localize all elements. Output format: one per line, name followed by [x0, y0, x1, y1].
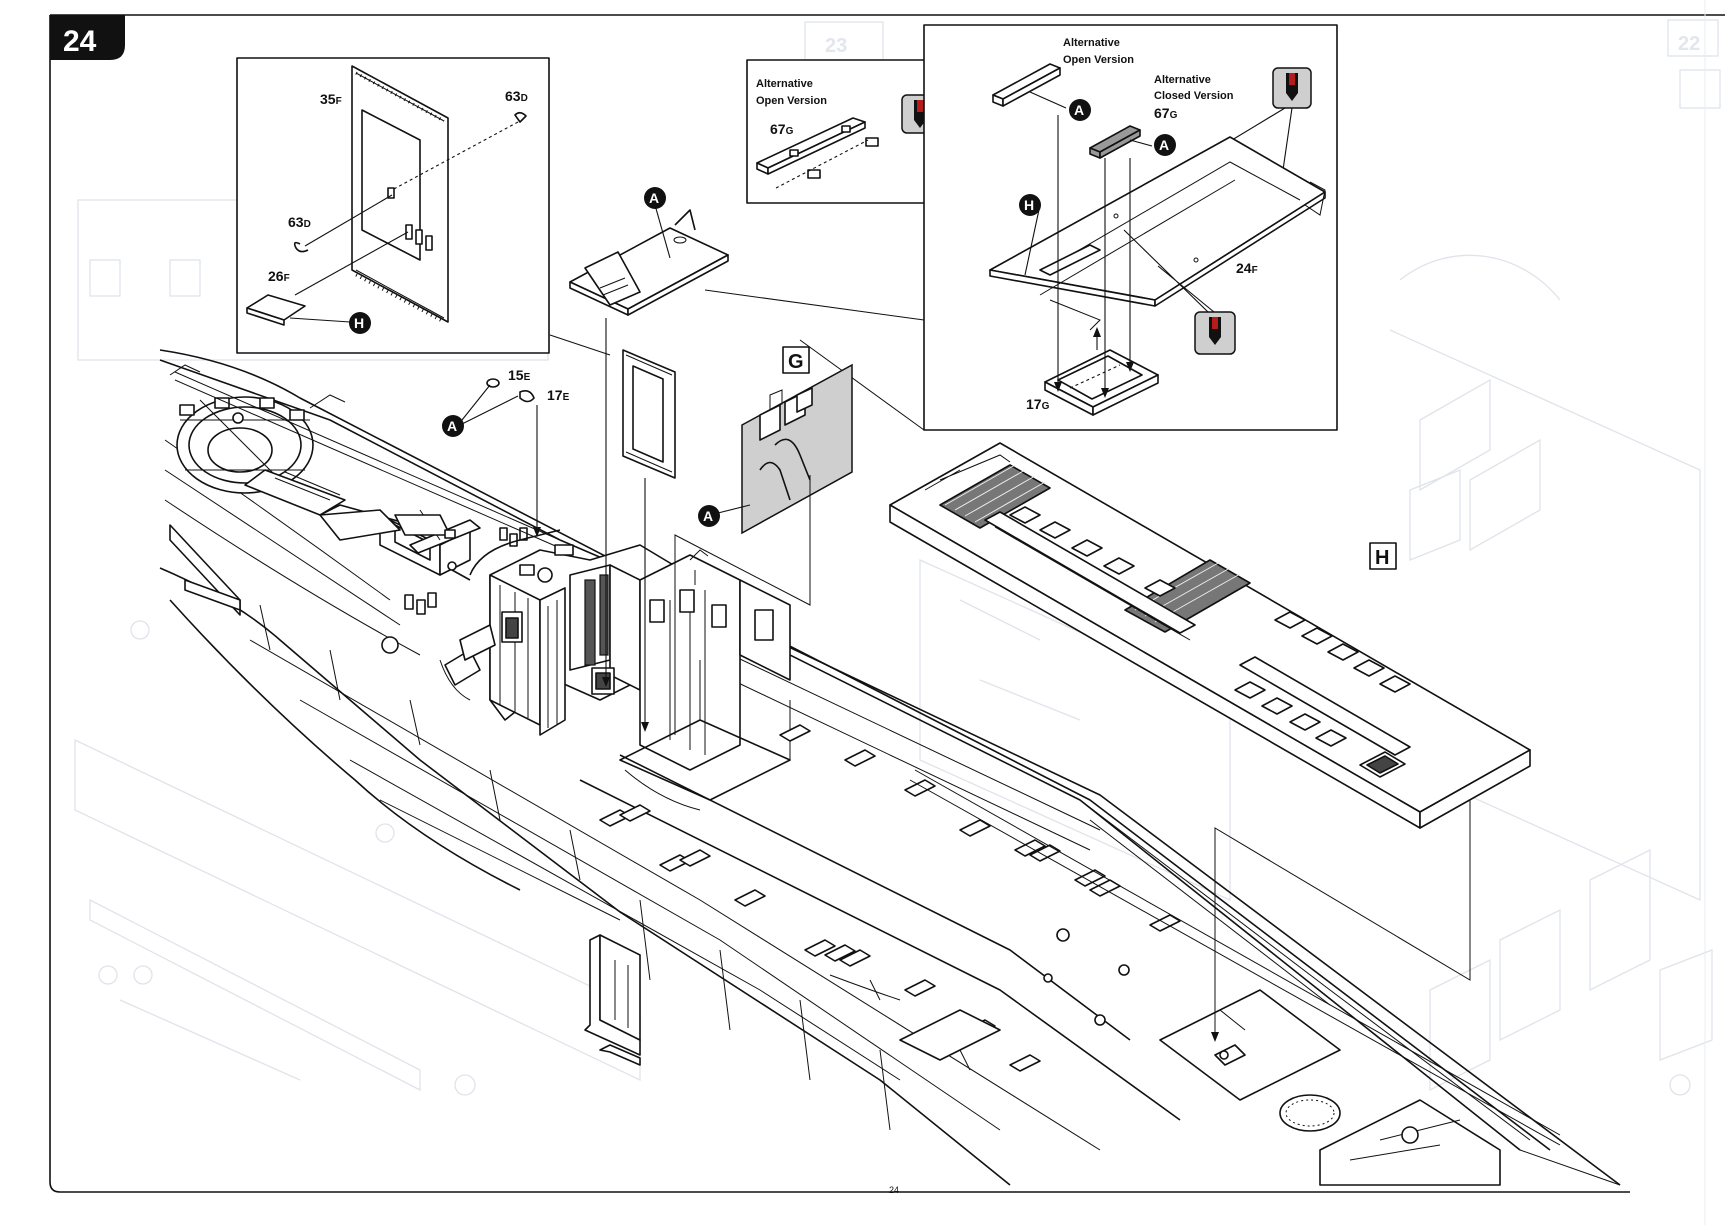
bridge-structure — [439, 529, 791, 771]
right-alt-closed-title-1: Alternative — [1154, 74, 1211, 86]
right-alt-open-title-2: Open Version — [1063, 54, 1134, 66]
cement-badge-icon: A — [698, 505, 720, 527]
deck-panel-part: A — [569, 187, 729, 316]
part-67g-open-label: 67G — [770, 121, 794, 137]
cement-badge-icon: A — [1069, 99, 1091, 121]
alternative-versions-inset: Alternative Open Version Alternative Clo… — [704, 24, 1338, 431]
part-26f-label: 26F — [268, 268, 290, 284]
step-number-tab: 24 — [50, 15, 125, 60]
alt-open-title-1: Alternative — [756, 78, 813, 90]
deck-panel-h-part: H — [889, 442, 1531, 1042]
alternative-open-inset: Alternative Open Version 67G — [746, 59, 1046, 204]
part-35f-label: 35F — [320, 91, 342, 107]
glue-applicator-icon — [1194, 311, 1236, 355]
page-frame — [49, 14, 1725, 1193]
hull-assembly — [159, 349, 1621, 1186]
svg-text:A: A — [1074, 102, 1084, 118]
part-15e-label: 15E — [508, 367, 531, 383]
cement-badge-icon: H — [1019, 194, 1041, 216]
bulkhead-g-part: G A — [674, 346, 853, 735]
part-17g-label: 17G — [1026, 396, 1050, 412]
cement-badge-icon: H — [349, 312, 371, 334]
glue-applicator-icon — [1272, 67, 1312, 109]
part-63d-left-label: 63D — [288, 214, 311, 230]
door-panel-part — [602, 318, 676, 732]
cement-badge-icon: A — [644, 187, 666, 209]
svg-text:A: A — [703, 508, 713, 524]
part-67g-closed-label: 67G — [1154, 105, 1178, 121]
deck-tie-plates — [599, 724, 1181, 1072]
svg-text:A: A — [447, 418, 457, 434]
svg-text:A: A — [649, 190, 659, 206]
small-fittings: 15E 17E A — [442, 367, 570, 537]
svg-text:H: H — [354, 315, 364, 331]
part-24f-label: 24F — [1236, 260, 1258, 276]
step-number: 24 — [63, 25, 97, 58]
cement-badge-icon: A — [1154, 134, 1176, 156]
sub-assembly-g-label: G — [788, 351, 804, 373]
alt-open-title-2: Open Version — [756, 95, 827, 107]
svg-text:A: A — [1159, 137, 1169, 153]
hatch-door-inset: 35F 63D 63D 26F H — [236, 57, 550, 354]
aft-round-hatch — [1279, 1094, 1341, 1132]
svg-text:H: H — [1024, 197, 1034, 213]
part-63d-top-label: 63D — [505, 88, 528, 104]
svg-text:23: 23 — [825, 35, 847, 57]
right-alt-open-title-1: Alternative — [1063, 37, 1120, 49]
svg-text:22: 22 — [1678, 33, 1700, 55]
page-number: 24 — [889, 1185, 899, 1195]
cement-badge-icon: A — [442, 415, 464, 437]
display-stand — [584, 934, 641, 1066]
part-17e-label: 17E — [547, 387, 570, 403]
right-alt-closed-title-2: Closed Version — [1154, 90, 1234, 102]
sub-assembly-h-label: H — [1375, 547, 1389, 569]
vent-row — [1009, 506, 1411, 747]
